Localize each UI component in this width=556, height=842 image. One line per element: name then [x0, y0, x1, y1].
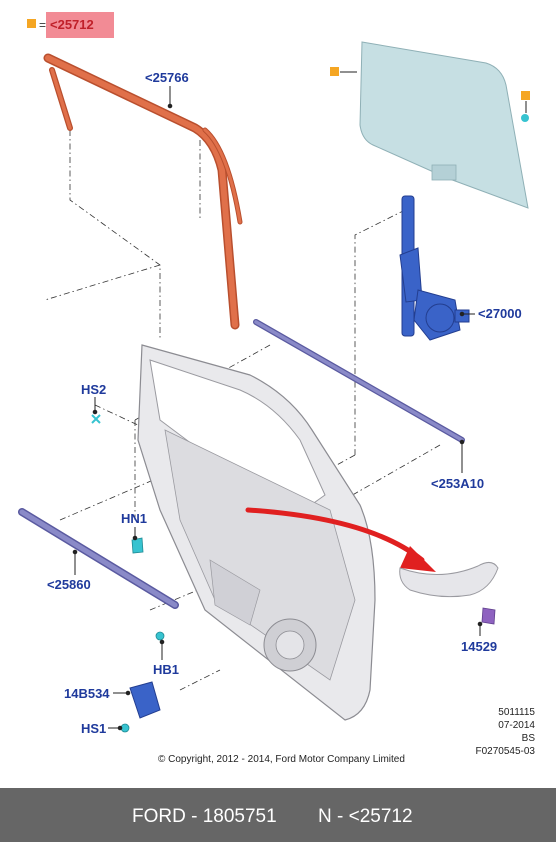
- callout-hs2: HS2: [81, 382, 107, 397]
- callout-hb1: HB1: [153, 662, 180, 677]
- footer-ref: N - <25712: [318, 806, 413, 827]
- latch-module: [129, 681, 161, 719]
- callout-27000: <27000: [478, 306, 522, 321]
- footer-part-number: FORD - 1805751: [132, 806, 277, 827]
- callout-14529: 14529: [461, 639, 498, 654]
- door-glass: [359, 41, 529, 209]
- fasteners: [91, 414, 165, 733]
- callout-253a10: <253A10: [431, 476, 485, 491]
- callout-hn1: HN1: [121, 511, 148, 526]
- direction-arrow: [245, 507, 436, 572]
- glass-marker: [330, 67, 339, 76]
- legend-marker: [27, 19, 36, 28]
- callout-hs1: HS1: [81, 721, 107, 736]
- meta-code: 5011115: [498, 707, 535, 718]
- meta-origin: BS: [521, 733, 535, 744]
- callout-25860: <25860: [47, 577, 91, 592]
- door-shell: [137, 344, 376, 721]
- exploded-door-diagram: [18, 41, 529, 733]
- glass-clip-marker: [521, 91, 530, 100]
- footer-bar: FORD - 1805751 N - <25712: [0, 788, 556, 842]
- belt-weatherstrip-lower: [18, 508, 179, 609]
- callout-14b534: 14B534: [64, 686, 110, 701]
- callout-leaders: [72, 71, 527, 731]
- meta-drawing-id: F0270545-03: [475, 746, 536, 757]
- glass-run-channel: [43, 53, 243, 330]
- drawing-metadata: 5011115 07-2014 BS F0270545-03: [476, 706, 536, 758]
- legend-ref: <25712: [50, 17, 94, 32]
- belt-weatherstrip-outer: [253, 319, 465, 443]
- callout-25766: <25766: [145, 70, 189, 85]
- copyright-notice: © Copyright, 2012 - 2014, Ford Motor Com…: [158, 754, 405, 765]
- meta-date: 07-2014: [498, 720, 535, 731]
- legend-equals: =: [39, 18, 47, 32]
- legend-highlight: [46, 12, 114, 38]
- interior-handle: [399, 562, 499, 625]
- window-regulator: [399, 195, 470, 341]
